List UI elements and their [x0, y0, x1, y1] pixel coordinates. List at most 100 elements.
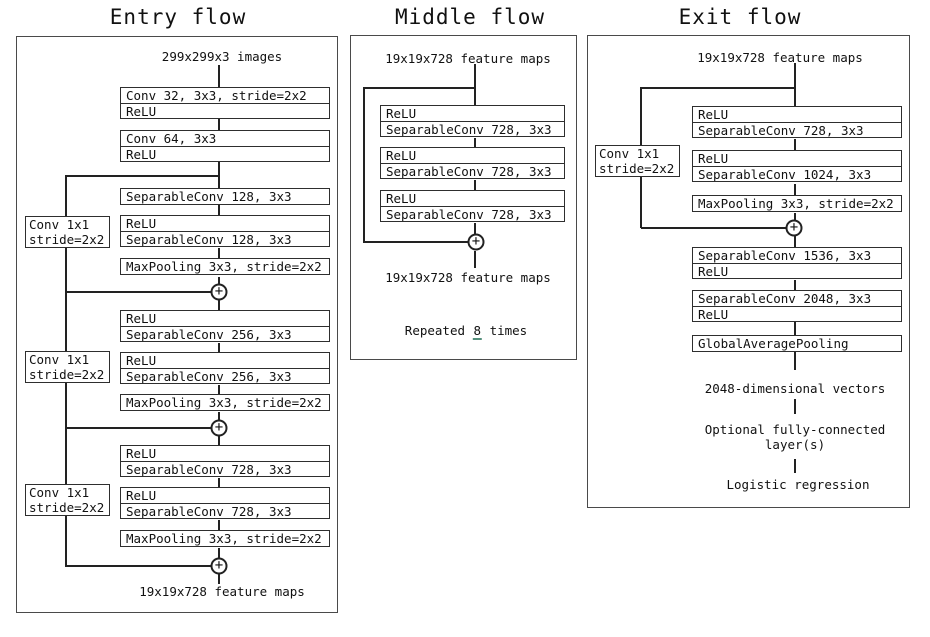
main-path-line	[794, 213, 796, 220]
main-path-line	[474, 64, 476, 106]
entry-skip-conv1x1-1: Conv 1x1 stride=2x2	[25, 216, 110, 248]
main-path-line	[794, 236, 796, 247]
layer-label: MaxPooling 3x3, stride=2x2	[126, 259, 322, 274]
main-path-line	[218, 436, 220, 447]
layer-label: SeparableConv 728, 3x3	[381, 121, 564, 136]
skip-path-line	[363, 87, 365, 243]
layer-label: MaxPooling 3x3, stride=2x2	[126, 531, 322, 546]
layer-label: SeparableConv 728, 3x3	[381, 163, 564, 178]
layer-label: ReLU	[126, 353, 157, 368]
layer-label: SeparableConv 128, 3x3	[121, 231, 329, 246]
main-path-line	[794, 139, 796, 151]
main-path-line	[474, 223, 476, 234]
layer-label: SeparableConv 728, 3x3	[693, 122, 901, 137]
skip-merge-line	[66, 291, 212, 293]
main-path-line	[218, 205, 220, 217]
main-path-line	[218, 412, 220, 421]
layer-label: SeparableConv 256, 3x3	[121, 368, 329, 383]
layer-label: SeparableConv 728, 3x3	[121, 461, 329, 476]
middle-block-sepconv728-2: ReLU SeparableConv 728, 3x3	[380, 147, 565, 179]
layer-label: SeparableConv 1024, 3x3	[693, 166, 901, 181]
exit-block-globalavgpool: GlobalAveragePooling	[692, 335, 902, 352]
entry-output-label: 19x19x728 feature maps	[139, 584, 305, 599]
main-path-line	[794, 280, 796, 290]
main-path-line	[218, 343, 220, 354]
main-path-line	[474, 180, 476, 191]
skip-merge-line	[364, 241, 468, 243]
middle-flow-panel	[350, 35, 577, 360]
layer-label: SeparableConv 728, 3x3	[121, 503, 329, 518]
main-path-line	[794, 322, 796, 335]
layer-label: GlobalAveragePooling	[698, 336, 849, 351]
main-path-line	[218, 277, 220, 285]
main-path-line	[218, 548, 220, 559]
layer-label: Conv 1x1	[29, 485, 90, 500]
main-path-line	[218, 300, 220, 312]
main-path-line	[218, 162, 220, 190]
main-path-line	[218, 248, 220, 260]
entry-flow-title: Entry flow	[109, 5, 247, 29]
exit-block-maxpool: MaxPooling 3x3, stride=2x2	[692, 195, 902, 212]
exit-block-sepconv1024: ReLU SeparableConv 1024, 3x3	[692, 150, 902, 182]
entry-block-maxpool1: MaxPooling 3x3, stride=2x2	[120, 258, 330, 275]
skip-merge-line	[641, 227, 786, 229]
repeat-prefix: Repeated	[404, 323, 473, 338]
layer-label: Conv 1x1	[29, 352, 90, 367]
layer-label: SeparableConv 1536, 3x3	[698, 248, 872, 263]
merge-add-icon: +	[467, 233, 485, 251]
exit-block-sepconv2048: SeparableConv 2048, 3x3 ReLU	[692, 290, 902, 322]
main-path-line	[218, 385, 220, 396]
middle-repeat-note: Repeated 8 times	[404, 323, 528, 340]
layer-label: ReLU	[386, 148, 417, 163]
entry-block-sepconv128b: ReLU SeparableConv 128, 3x3	[120, 215, 330, 247]
entry-block-maxpool2: MaxPooling 3x3, stride=2x2	[120, 394, 330, 411]
layer-label: Conv 64, 3x3	[126, 131, 217, 146]
middle-input-label: 19x19x728 feature maps	[385, 51, 551, 66]
layer-label: ReLU	[698, 151, 729, 166]
skip-branch-line	[66, 175, 219, 177]
main-path-line	[218, 119, 220, 132]
middle-block-sepconv728-3: ReLU SeparableConv 728, 3x3	[380, 190, 565, 222]
entry-block-sepconv128a: SeparableConv 128, 3x3	[120, 188, 330, 205]
main-path-line	[474, 251, 476, 268]
main-path-line	[794, 184, 796, 195]
main-path-line	[218, 478, 220, 489]
layer-label: MaxPooling 3x3, stride=2x2	[126, 395, 322, 410]
entry-block-conv32: Conv 32, 3x3, stride=2x2 ReLU	[120, 87, 330, 119]
layer-label: Conv 1x1	[599, 146, 660, 161]
layer-label: stride=2x2	[29, 500, 105, 515]
entry-block-sepconv256a: ReLU SeparableConv 256, 3x3	[120, 310, 330, 342]
exit-vector-label: 2048-dimensional vectors	[704, 381, 886, 396]
layer-label: stride=2x2	[599, 161, 675, 176]
exit-flow-panel	[587, 35, 910, 508]
exit-skip-conv1x1: Conv 1x1 stride=2x2	[595, 145, 680, 177]
skip-merge-line	[66, 565, 212, 567]
middle-output-label: 19x19x728 feature maps	[385, 270, 551, 285]
entry-block-sepconv728a: ReLU SeparableConv 728, 3x3	[120, 445, 330, 477]
main-path-line	[794, 352, 796, 370]
middle-block-sepconv728-1: ReLU SeparableConv 728, 3x3	[380, 105, 565, 137]
layer-label: SeparableConv 128, 3x3	[126, 189, 292, 204]
exit-input-label: 19x19x728 feature maps	[697, 50, 863, 65]
merge-add-icon: +	[210, 557, 228, 575]
entry-flow-panel	[16, 36, 338, 613]
entry-input-label: 299x299x3 images	[161, 49, 283, 64]
layer-label: Conv 1x1	[29, 217, 90, 232]
entry-skip-conv1x1-3: Conv 1x1 stride=2x2	[25, 484, 110, 516]
main-path-line	[794, 63, 796, 107]
layer-label: ReLU	[126, 216, 157, 231]
layer-label: ReLU	[386, 106, 417, 121]
entry-block-conv64: Conv 64, 3x3 ReLU	[120, 130, 330, 162]
repeat-suffix: times	[482, 323, 528, 338]
layer-label: ReLU	[126, 488, 157, 503]
exit-flow-title: Exit flow	[678, 5, 802, 29]
repeat-count: 8	[472, 323, 483, 340]
entry-block-sepconv256b: ReLU SeparableConv 256, 3x3	[120, 352, 330, 384]
main-path-line	[474, 138, 476, 148]
exit-output-label: Logistic regression	[726, 477, 870, 492]
main-path-line	[218, 574, 220, 584]
layer-label: Conv 32, 3x3, stride=2x2	[126, 88, 307, 103]
skip-branch-line	[641, 87, 795, 89]
layer-label: ReLU	[121, 103, 329, 118]
